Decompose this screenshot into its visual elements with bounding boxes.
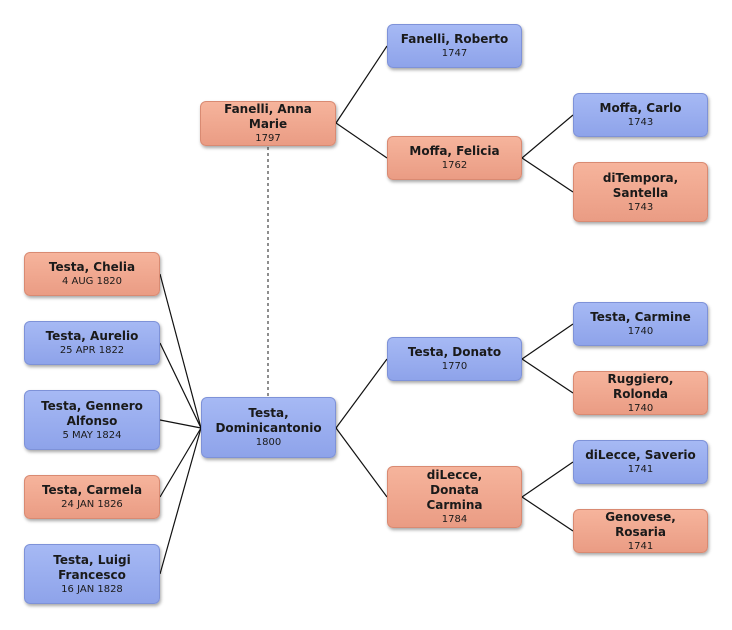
parent-line xyxy=(335,45,388,124)
person-box-testa-aurelio[interactable]: Testa, Aurelio 25 APR 1822 xyxy=(24,321,160,365)
person-name: Fanelli, Anna Marie xyxy=(224,102,312,131)
person-name: Ruggiero, Rolonda xyxy=(607,371,674,401)
person-box-testa-luigi-francesco[interactable]: Testa, Luigi Francesco 16 JAN 1828 xyxy=(24,544,160,604)
person-name: Moffa, Carlo xyxy=(599,101,682,115)
child-line xyxy=(159,427,202,498)
person-box-testa-gennero-alfonso[interactable]: Testa, Gennero Alfonso 5 MAY 1824 xyxy=(24,390,160,450)
person-date: 25 APR 1822 xyxy=(59,345,125,356)
child-line xyxy=(159,427,202,575)
parent-line xyxy=(521,461,574,498)
parent-line xyxy=(521,496,574,532)
person-name: Genovese, Rosaria xyxy=(605,509,676,539)
person-box-testa-carmine[interactable]: Testa, Carmine 1740 xyxy=(573,302,708,346)
parent-line xyxy=(335,427,388,498)
person-date: 24 JAN 1826 xyxy=(61,499,123,510)
person-name: Testa, Dominicantonio xyxy=(215,406,322,435)
person-box-moffa-felicia[interactable]: Moffa, Felicia 1762 xyxy=(387,136,522,180)
person-box-moffa-carlo[interactable]: Moffa, Carlo 1743 xyxy=(573,93,708,137)
person-date: 1797 xyxy=(255,133,281,144)
person-name: Testa, Carmela xyxy=(41,483,143,497)
person-name: Fanelli, Roberto xyxy=(400,32,509,46)
person-date: 1741 xyxy=(627,540,654,552)
person-box-dilecce-donata-carmina[interactable]: diLecce, Donata Carmina 1784 xyxy=(387,466,522,528)
child-line xyxy=(159,342,202,429)
person-date: 1800 xyxy=(255,437,282,448)
person-name: Testa, Chelia xyxy=(48,260,136,274)
person-name: Moffa, Felicia xyxy=(409,144,500,158)
child-line xyxy=(159,273,202,429)
person-box-fanelli-anna-marie[interactable]: Fanelli, Anna Marie 1797 xyxy=(200,101,336,146)
person-date: 1740 xyxy=(627,402,654,414)
person-box-testa-chelia[interactable]: Testa, Chelia 4 AUG 1820 xyxy=(24,252,160,296)
child-line xyxy=(159,419,202,429)
parent-line xyxy=(521,157,574,193)
person-date: 1740 xyxy=(627,326,654,337)
person-name: Testa, Aurelio xyxy=(45,329,139,343)
person-box-testa-carmela[interactable]: Testa, Carmela 24 JAN 1826 xyxy=(24,475,160,519)
person-name: diTempora, Santella xyxy=(602,170,679,200)
parent-line xyxy=(335,358,388,429)
parent-line xyxy=(521,114,574,159)
person-date: 1743 xyxy=(627,117,654,128)
person-name: diLecce, Saverio xyxy=(585,448,696,462)
person-box-ruggiero-rolonda[interactable]: Ruggiero, Rolonda 1740 xyxy=(573,371,708,415)
person-date: 5 MAY 1824 xyxy=(62,429,122,441)
person-date: 1743 xyxy=(627,201,654,213)
person-date: 1784 xyxy=(441,514,468,525)
person-date: 4 AUG 1820 xyxy=(61,276,123,287)
person-box-testa-dominicantonio[interactable]: Testa, Dominicantonio 1800 xyxy=(201,397,336,458)
person-date: 1741 xyxy=(627,464,654,475)
parent-line xyxy=(521,323,574,360)
person-date: 1747 xyxy=(441,48,468,59)
parent-line xyxy=(335,122,388,159)
person-box-fanelli-roberto[interactable]: Fanelli, Roberto 1747 xyxy=(387,24,522,68)
person-box-ditempora-santella[interactable]: diTempora, Santella 1743 xyxy=(573,162,708,222)
person-date: 16 JAN 1828 xyxy=(61,583,123,595)
parent-line xyxy=(521,358,574,394)
person-name: Testa, Carmine xyxy=(590,310,691,324)
person-date: 1770 xyxy=(441,361,468,372)
person-box-testa-donato[interactable]: Testa, Donato 1770 xyxy=(387,337,522,381)
person-name: Testa, Donato xyxy=(407,345,502,359)
person-name: diLecce, Donata Carmina xyxy=(426,468,483,512)
person-date: 1762 xyxy=(441,160,468,171)
person-box-dilecce-saverio[interactable]: diLecce, Saverio 1741 xyxy=(573,440,708,484)
person-name: Testa, Gennero Alfonso xyxy=(41,398,143,428)
person-box-genovese-rosaria[interactable]: Genovese, Rosaria 1741 xyxy=(573,509,708,553)
person-name: Testa, Luigi Francesco xyxy=(53,552,131,582)
